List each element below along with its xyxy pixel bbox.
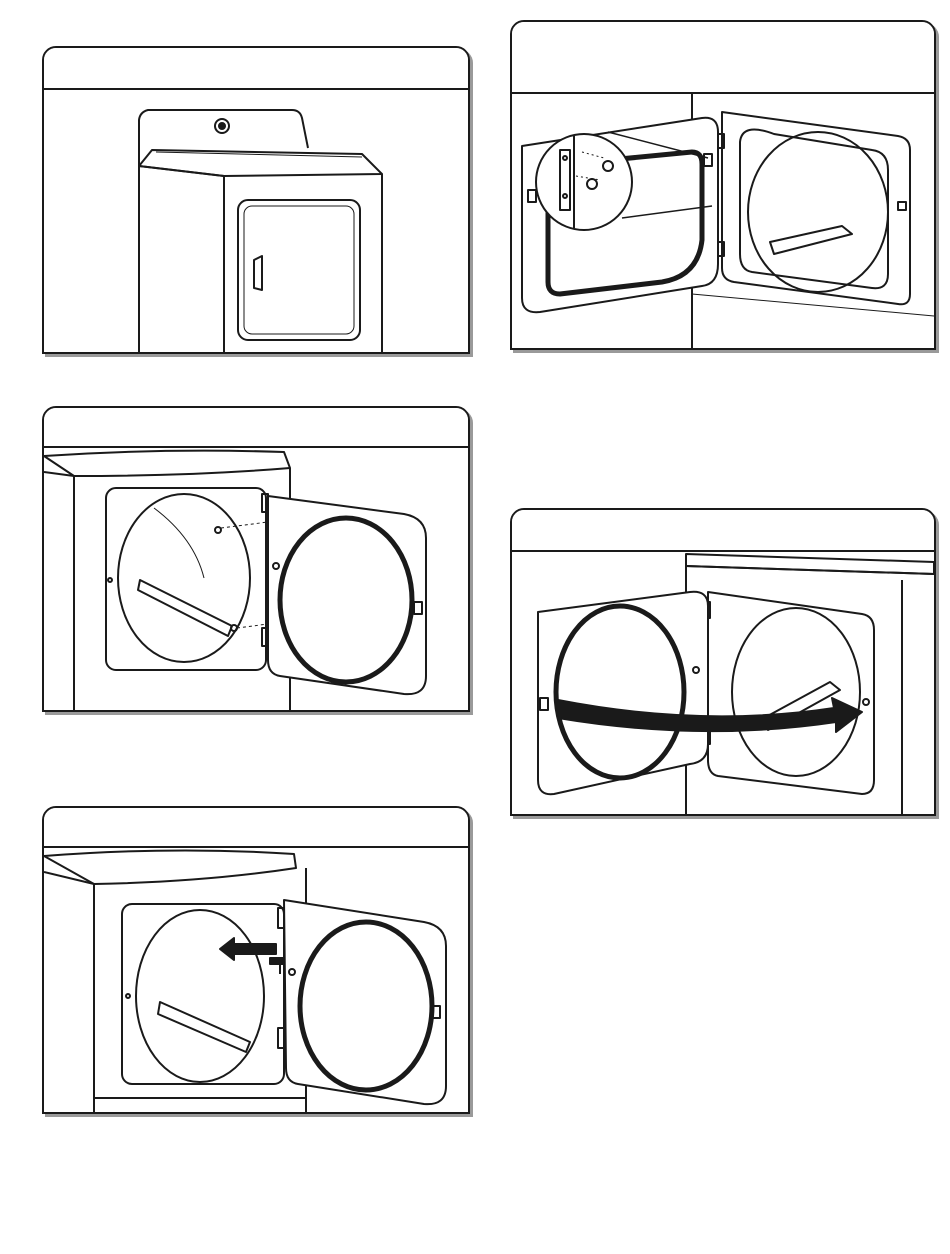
step-panel-1-header xyxy=(44,48,468,90)
step-panel-4-header xyxy=(512,22,934,94)
step-panel-5 xyxy=(510,508,936,816)
door-hinge-detail-magnified-illustration xyxy=(512,94,934,348)
step-panel-2-header xyxy=(44,408,468,448)
reverse-door-swing-arrow-illustration xyxy=(512,552,934,814)
step-panel-3 xyxy=(42,806,470,1114)
closed-dryer-illustration xyxy=(44,90,468,352)
step-panel-1 xyxy=(42,46,470,354)
step-panel-2 xyxy=(42,406,470,712)
step-panel-3-header xyxy=(44,808,468,848)
open-door-right-hinge-illustration xyxy=(44,448,468,710)
step-panel-5-header xyxy=(512,510,934,552)
step-panel-4 xyxy=(510,20,936,350)
remove-hinge-screws-illustration xyxy=(44,848,468,1112)
